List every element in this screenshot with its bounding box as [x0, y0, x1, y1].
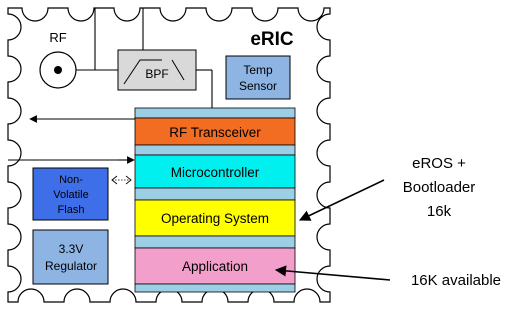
temp-sensor-block: [225, 55, 291, 100]
regulator-label-line1: 3.3V: [59, 242, 84, 256]
nvm-flash-block: [32, 167, 109, 221]
available-arrow: [274, 265, 391, 281]
stack-layer-3: [134, 187, 296, 201]
nvm-flash-label-line2: Volatile: [53, 189, 88, 201]
nvm-flash-label-line3: Flash: [58, 204, 85, 216]
eros-annotation-line2: Bootloader: [403, 179, 476, 196]
eros-arrow: [298, 179, 385, 221]
available-annotation: 16K available: [411, 272, 501, 289]
application-label: Application: [182, 259, 248, 274]
operating-system-label: Operating System: [161, 211, 269, 226]
rf-connector-center: [54, 66, 62, 74]
bpf-filter-icon-slope: [171, 59, 185, 81]
nvm-flash-label-line1: Non-: [59, 174, 83, 186]
bpf-label: BPF: [145, 67, 168, 81]
stack-layer-2: [134, 144, 296, 156]
stack-layer-top: [134, 107, 296, 119]
bpf-filter-icon: [123, 59, 162, 85]
chip-title: eRIC: [250, 29, 294, 50]
microcontroller-label: Microcontroller: [171, 165, 260, 180]
rf-label: RF: [49, 30, 66, 45]
regulator-block: [32, 229, 109, 285]
eros-annotation-line1: eROS +: [412, 155, 466, 172]
eros-annotation-line3: 16k: [427, 203, 452, 220]
flash-mcu-link: [111, 175, 132, 185]
bpf-block: [117, 49, 197, 91]
module-outline: [7, 7, 331, 303]
microcontroller-block: [134, 154, 296, 189]
rf-wiring: [76, 8, 213, 108]
application-block: [134, 247, 296, 285]
stack-layer-bottom: [134, 283, 296, 293]
temp-sensor-label-line1: Temp: [243, 63, 273, 77]
rf-transceiver-block: [134, 117, 296, 146]
operating-system-block: [134, 199, 296, 237]
temp-sensor-label-line2: Sensor: [239, 79, 277, 93]
software-stack: RF Transceiver Microcontroller Operating…: [134, 107, 296, 293]
stack-layer-4: [134, 235, 296, 249]
rf-transceiver-label: RF Transceiver: [169, 125, 261, 140]
regulator-label-line2: Regulator: [45, 259, 97, 273]
